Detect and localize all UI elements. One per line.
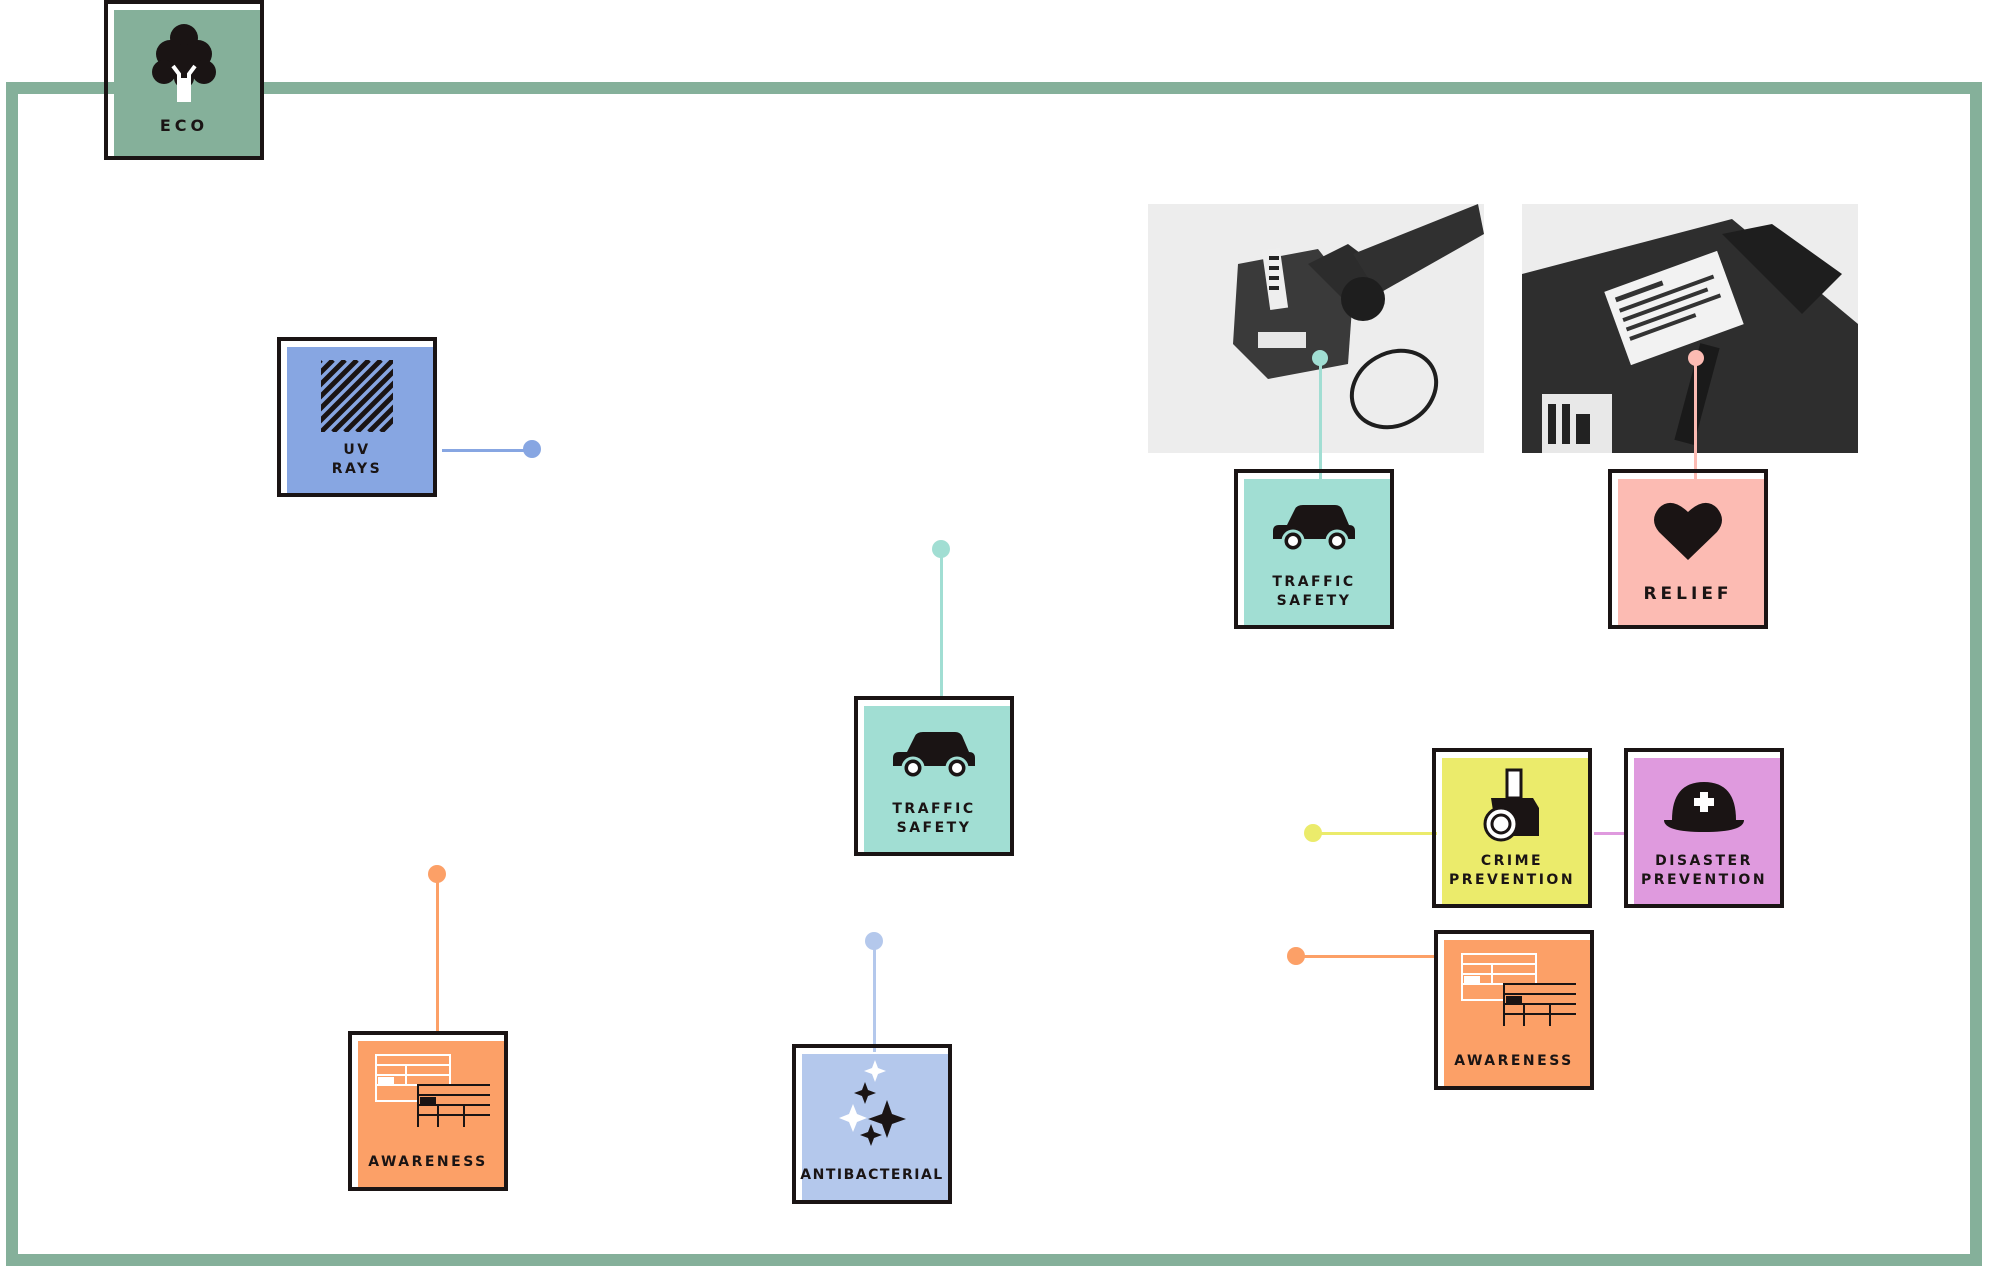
connector-crime	[1313, 832, 1437, 835]
badge-relief: RELIEF	[1608, 469, 1768, 629]
connector-dot-awareness-left	[428, 865, 446, 883]
badge-antibacterial-label: ANTIBACTERIAL	[800, 1167, 944, 1183]
badge-awareness-right-label: AWARENESS	[1454, 1053, 1574, 1069]
badge-disaster-border	[1624, 748, 1784, 908]
heart-icon	[1608, 485, 1768, 575]
connector-dot-crime	[1304, 824, 1322, 842]
sparkle-icon	[792, 1058, 952, 1154]
connector-uv	[442, 449, 534, 452]
badge-eco-border	[104, 0, 264, 160]
badge-traffic-safety-photo: TRAFFIC SAFETY	[1234, 469, 1394, 629]
badge-uv: UV RAYS	[277, 337, 437, 497]
bag-photo	[1522, 204, 1858, 453]
badge-antibacterial-fill	[802, 1054, 952, 1204]
badge-awareness-left: AWARENESS	[348, 1031, 508, 1191]
car-icon	[854, 720, 1014, 790]
connector-awareness-right	[1296, 955, 1436, 958]
connector-traffic-center	[940, 550, 943, 698]
connector-traffic-photo	[1319, 362, 1322, 480]
documents-icon	[348, 1049, 508, 1129]
car-icon	[1234, 493, 1394, 563]
connector-dot-antibacterial	[865, 932, 883, 950]
connector-dot-traffic-center	[932, 540, 950, 558]
badge-awareness-left-label: AWARENESS	[368, 1154, 488, 1170]
bag-label-photo	[1522, 204, 1858, 453]
badge-traffic-center-border	[854, 696, 1014, 856]
camera-icon	[1432, 766, 1592, 846]
badge-antibacterial: ANTIBACTERIAL	[792, 1044, 952, 1204]
documents-icon	[1434, 948, 1594, 1028]
connector-dot-awareness-right	[1287, 947, 1305, 965]
badge-eco-label: ECO	[159, 116, 209, 135]
connector-awareness-left	[436, 875, 439, 1035]
badge-crime-border	[1432, 748, 1592, 908]
badge-relief-border	[1608, 469, 1768, 629]
badge-awareness-right-border	[1434, 930, 1594, 1090]
badge-disaster-prevention: DISASTER PREVENTION	[1624, 748, 1784, 908]
badge-disaster-label: DISASTER PREVENTION	[1640, 853, 1768, 888]
badge-uv-label: UV RAYS	[331, 442, 383, 477]
badge-crime-prevention: CRIME PREVENTION	[1432, 748, 1592, 908]
badge-awareness-left-border	[348, 1031, 508, 1191]
helmet-icon	[1624, 768, 1784, 844]
badge-awareness-right: AWARENESS	[1434, 930, 1594, 1090]
badge-crime-label: CRIME PREVENTION	[1448, 853, 1576, 888]
badge-traffic-photo-border	[1234, 469, 1394, 629]
hatch-square-icon	[277, 359, 437, 433]
badge-eco: ECO	[104, 0, 264, 160]
badge-traffic-safety-center: TRAFFIC SAFETY	[854, 696, 1014, 856]
badge-relief-label: RELIEF	[1643, 584, 1733, 604]
badge-traffic-photo-fill	[1244, 479, 1394, 629]
badge-uv-fill	[287, 347, 437, 497]
tree-icon	[104, 16, 264, 106]
umbrella-strap-photo	[1148, 204, 1484, 453]
connector-dot-uv	[523, 440, 541, 458]
umbrella-photo	[1148, 204, 1484, 453]
badge-traffic-center-label: TRAFFIC SAFETY	[892, 801, 976, 836]
badge-traffic-center-fill	[864, 706, 1014, 856]
badge-traffic-photo-label: TRAFFIC SAFETY	[1272, 574, 1356, 609]
connector-antibacterial	[873, 942, 876, 1052]
badge-uv-border	[277, 337, 437, 497]
badge-antibacterial-border	[792, 1044, 952, 1204]
connector-relief-photo	[1694, 362, 1697, 480]
connector-disaster	[1594, 832, 1628, 835]
